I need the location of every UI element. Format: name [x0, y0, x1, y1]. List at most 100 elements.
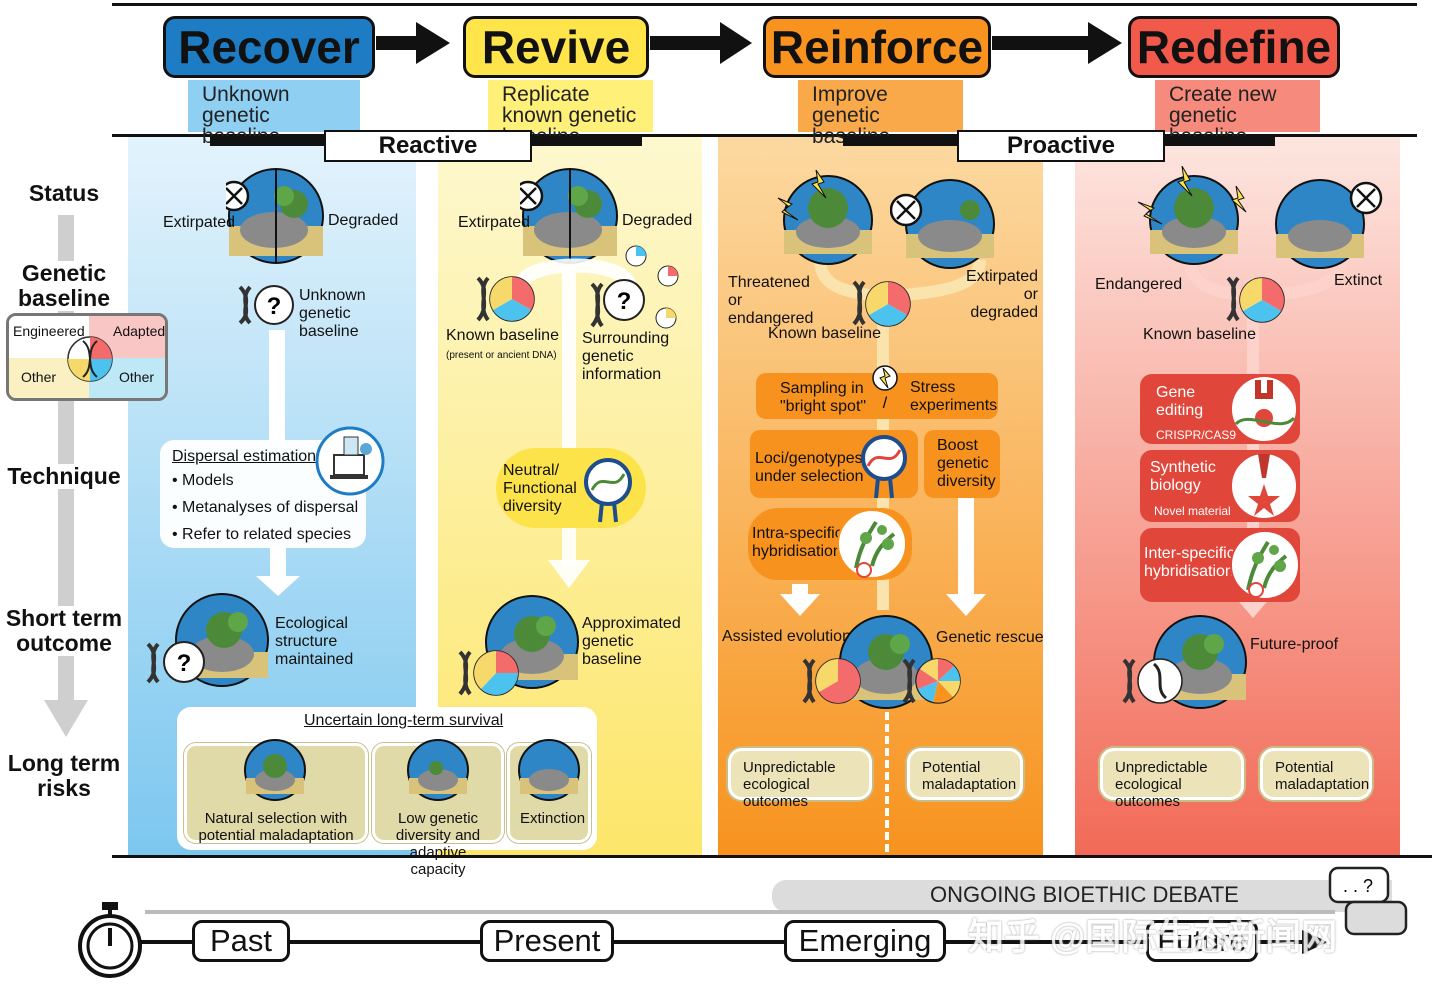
risk-natural-globe-icon [244, 739, 306, 801]
redefine-novel: Novel material [1154, 504, 1231, 518]
revive-title: Revive [463, 16, 649, 78]
reactive-label: Reactive [324, 130, 532, 162]
laptop-map-icon [315, 426, 385, 496]
svg-text:?: ? [267, 293, 282, 320]
top-rule [112, 3, 1417, 6]
timeline-future: Future [1146, 920, 1258, 962]
row-status: Status [0, 181, 128, 206]
timeline-present: Present [480, 920, 614, 962]
legend-pie-icon [67, 336, 113, 382]
magnifier-dna-icon [584, 458, 632, 523]
redefine-endangered: Endangered [1095, 276, 1183, 293]
legend-engineered: Engineered [13, 323, 85, 339]
redefine-outcome-dna-icon [1122, 658, 1183, 704]
redefine-extinct: Extinct [1334, 272, 1383, 289]
row-short-term: Short term outcome [4, 605, 124, 656]
svg-text:/: / [883, 395, 888, 412]
inter-plant-icon [1230, 530, 1300, 600]
dispersal-item-metanalyses: • Metanalyses of dispersal [172, 499, 359, 516]
recover-degraded: Degraded [328, 212, 399, 229]
recover-title: Recover [163, 16, 375, 78]
revive-known-baseline: Known baseline [446, 327, 559, 344]
speech-bubbles-icon: . . ? [1328, 866, 1408, 936]
timeline-line [130, 940, 1310, 944]
redefine-subtitle: Create new genetic baseline [1155, 80, 1320, 147]
revive-surrounding: Surrounding genetic information [582, 330, 670, 383]
timeline-end-arrow [1302, 930, 1328, 954]
redefine-extinct-globe-icon [1275, 179, 1383, 269]
bioethic-debate-label: ONGOING BIOETHIC DEBATE [930, 882, 1239, 907]
proactive-label: Proactive [957, 130, 1165, 162]
recover-subtitle: Unknown genetic baseline [188, 80, 360, 147]
reinforce-risk-maladaptation: Potential maladaptation [907, 748, 1023, 800]
svg-text:?: ? [177, 650, 192, 677]
reinforce-title: Reinforce [763, 16, 991, 78]
svg-text:. . ?: . . ? [1343, 876, 1373, 896]
intra-plant-icon [837, 509, 907, 579]
redefine-known-baseline: Known baseline [1143, 326, 1256, 343]
recover-status-globe-icon [226, 168, 324, 264]
boost-box [924, 430, 1000, 498]
revive-surrounding-icon: ? [590, 245, 679, 329]
synthetic-icon [1230, 452, 1298, 520]
dispersal-item-related: • Refer to related species [172, 526, 352, 543]
reinforce-known-baseline: Known baseline [768, 325, 881, 342]
revive-neutral: Neutral/ Functional diversity [503, 462, 577, 515]
reinforce-threatened: Threatened or endangered [728, 274, 814, 327]
redefine-inter: Inter-specific hybridisation [1144, 545, 1235, 580]
dispersal-title: Dispersal estimations: [172, 448, 329, 465]
uncertain-survival-title: Uncertain long-term survival [304, 712, 504, 729]
watermark: 知乎 @国际生态新闻网 [968, 916, 1338, 957]
stopwatch-icon [78, 902, 142, 978]
legend-other-left: Other [21, 369, 57, 385]
legend-other-right: Other [119, 369, 155, 385]
redefine-title: Redefine [1128, 16, 1340, 78]
recover-outcome-dna-icon: ? [146, 641, 205, 684]
revive-degraded: Degraded [622, 212, 693, 229]
risk-low-globe-icon [407, 739, 469, 801]
reinforce-sampling: Sampling in "bright spot" [780, 380, 867, 415]
recover-down-arrow [256, 548, 300, 596]
bottom-rule [112, 855, 1432, 858]
reinforce-boost: Boost genetic diversity [937, 437, 996, 490]
redefine-gene-editing: Gene editing [1156, 384, 1204, 419]
redefine-outcome: Future-proof [1250, 636, 1339, 653]
reinforce-dashed-divider [885, 712, 889, 852]
reinforce-loci: Loci/genotypes under selection [755, 450, 864, 485]
bioethic-debate-bar [772, 880, 1392, 912]
redefine-risk-maladaptation: Potential maladaptation [1260, 748, 1372, 800]
reinforce-down-arrows [780, 498, 986, 616]
revive-outcome: Approximated genetic baseline [582, 615, 681, 668]
bright-spot-icon: / [872, 365, 898, 412]
reinforce-intra: Intra-specific hybridisation [752, 525, 843, 560]
genetic-legend: Engineered Adapted Other Other [6, 313, 168, 401]
risk-extinction-globe-icon [518, 739, 580, 801]
recover-outcome: Ecological structure maintained [275, 615, 354, 668]
revive-outcome-dna-icon [458, 650, 519, 696]
reinforce-stress: Stress experiments [910, 379, 998, 414]
stage-arrows [376, 22, 1122, 64]
redefine-risk-unpredictable: Unpredictable ecological outcomes [1100, 748, 1244, 810]
reinforce-threatened-globe-icon [777, 169, 873, 265]
legend-adapted: Adapted [113, 323, 166, 339]
reinforce-extirpated-globe-icon [890, 179, 995, 269]
reinforce-subtitle: Improve genetic baseline [798, 80, 963, 147]
reinforce-assisted: Assisted evolution [722, 628, 851, 645]
reinforce-baseline-dna-icon [852, 280, 911, 327]
timeline-past: Past [192, 920, 290, 962]
reinforce-risk-unpredictable: Unpredictable ecological outcomes [728, 748, 872, 810]
revive-extirpated: Extirpated [458, 214, 531, 231]
mid-rule [112, 134, 1417, 137]
recover-dna-unknown-icon: ? [238, 285, 294, 325]
timeline-emerging: Emerging [784, 920, 946, 962]
revive-known-dna-icon [476, 276, 535, 322]
rescue-pie-icon [902, 658, 961, 704]
reinforce-magnifier-icon [861, 435, 907, 499]
row-long-term: Long term risks [4, 751, 124, 801]
timeline-line-top [145, 910, 1335, 914]
row-genetic-baseline: Genetic baseline [9, 261, 119, 311]
redefine-endangered-globe-icon [1137, 166, 1247, 265]
redefine-crispr: CRISPR/CAS9 [1156, 428, 1237, 442]
revive-known-note: (present or ancient DNA) [446, 350, 557, 361]
revive-subtitle: Replicate known genetic baseline [488, 80, 653, 147]
